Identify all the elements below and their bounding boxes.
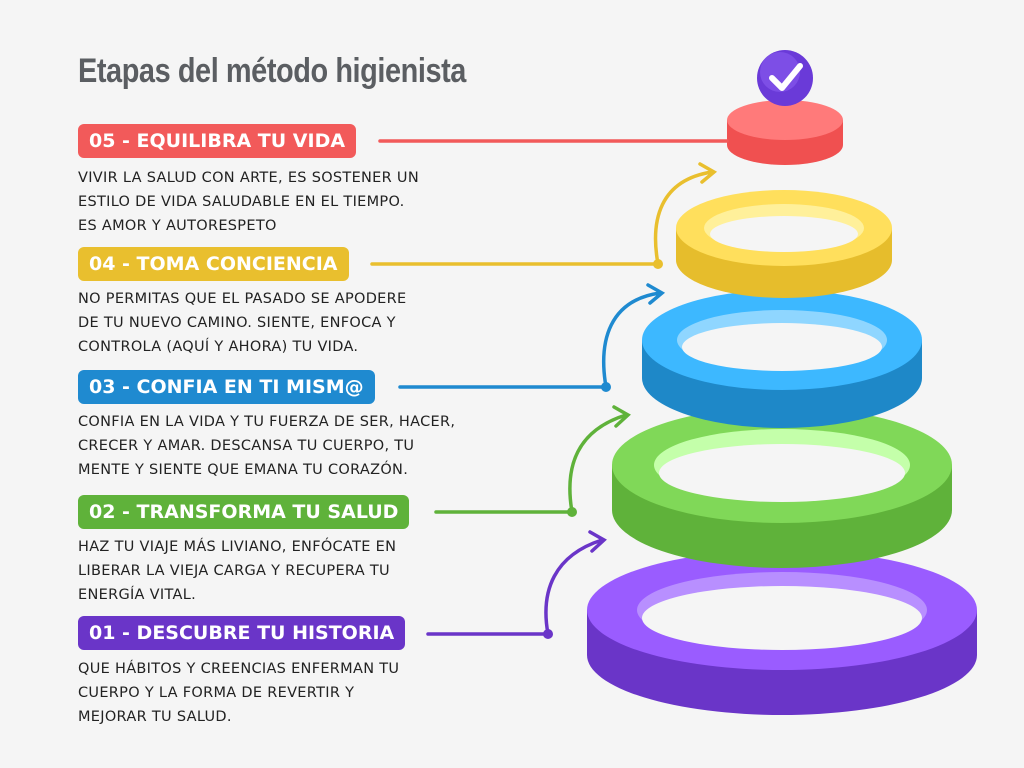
step-05-label: 05 - EQUILIBRA TU VIDA	[78, 124, 357, 158]
step-03-description: CONFIA EN LA VIDA Y TU FUERZA DE SER, HA…	[78, 414, 456, 478]
ring-01	[587, 550, 977, 715]
step-03-label: 03 - CONFIA EN TI MISM@	[78, 370, 375, 404]
step-05-description: VIVIR LA SALUD CON ARTE, ES SOSTENER UN …	[78, 170, 419, 234]
arrow-04	[653, 162, 718, 266]
ring-04	[676, 190, 892, 298]
ring-03	[642, 290, 922, 428]
ring-02	[612, 407, 952, 568]
ring-05	[727, 100, 843, 165]
step-02-label: 02 - TRANSFORMA TU SALUD	[78, 495, 410, 529]
page-title: Etapas del método higienista	[78, 52, 466, 90]
arrow-02	[568, 405, 631, 514]
arrow-01	[544, 530, 607, 636]
step-01-description: QUE HÁBITOS Y CREENCIAS ENFERMAN TU CUER…	[78, 661, 400, 725]
step-02-description: HAZ TU VIAJE MÁS LIVIANO, ENFÓCATE EN LI…	[78, 539, 397, 603]
step-04-description: NO PERMITAS QUE EL PASADO SE APODERE DE …	[78, 291, 407, 355]
arrow-03	[602, 283, 666, 389]
step-01-label: 01 - DESCUBRE TU HISTORIA	[78, 616, 406, 650]
check-icon	[757, 50, 813, 106]
step-04-label: 04 - TOMA CONCIENCIA	[78, 247, 349, 281]
